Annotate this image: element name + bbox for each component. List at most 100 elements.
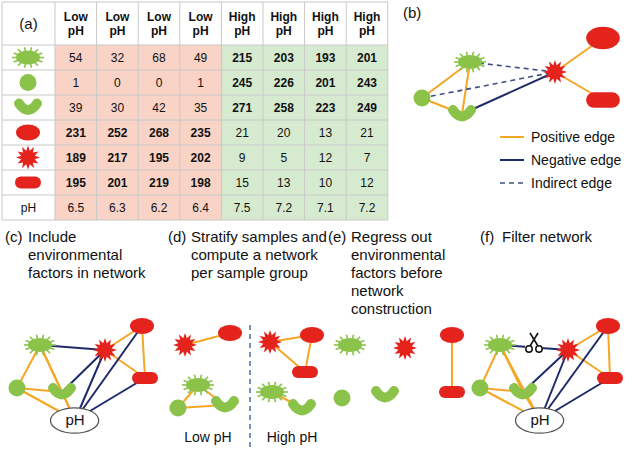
table-cell: 30 bbox=[111, 101, 124, 115]
table-cell-box: 7.2 bbox=[346, 195, 388, 220]
table-cell-box: 6.2 bbox=[138, 195, 180, 220]
network-edge bbox=[540, 326, 608, 420]
table-cell-bg bbox=[221, 145, 263, 170]
table-cell-bg bbox=[55, 70, 97, 95]
column-header-box: Low pH bbox=[97, 2, 139, 45]
grid-line bbox=[96, 2, 97, 220]
panel-caption-box: Stratify samples and compute a network p… bbox=[191, 228, 329, 282]
column-header-box: High pH bbox=[221, 2, 263, 45]
microbe-icon bbox=[93, 338, 117, 362]
table-cell: 217 bbox=[107, 151, 127, 165]
table-cell-box: 7.1 bbox=[305, 195, 347, 220]
panel-letter: (b) bbox=[403, 4, 421, 21]
microbe-icon bbox=[414, 90, 431, 107]
table-cell: 21 bbox=[236, 126, 249, 140]
microbe-icon bbox=[393, 336, 417, 360]
table-cell-box: 30 bbox=[97, 95, 139, 120]
table-cell-box: 193 bbox=[305, 45, 347, 70]
panel-letter: (d) bbox=[168, 228, 186, 245]
table-cell-bg bbox=[346, 120, 388, 145]
grid-line bbox=[346, 2, 347, 220]
table-cell-bg bbox=[305, 195, 347, 220]
table-cell-bg bbox=[305, 170, 347, 195]
column-header-box: Low pH bbox=[138, 2, 180, 45]
microbe-icon bbox=[586, 92, 620, 108]
table-cell-bg bbox=[305, 120, 347, 145]
microbe-icon bbox=[256, 382, 288, 402]
table-cell-box: 20 bbox=[263, 120, 305, 145]
grid-line bbox=[387, 2, 388, 220]
table-cell-bg bbox=[180, 170, 222, 195]
table-cell-bg bbox=[97, 70, 139, 95]
table-cell-box: 195 bbox=[138, 145, 180, 170]
microbe-icon bbox=[484, 335, 516, 355]
column-header-box: Low pH bbox=[55, 2, 97, 45]
legend-sample bbox=[500, 182, 524, 184]
table-cell: 54 bbox=[69, 51, 82, 65]
table-cell-box: 7.2 bbox=[263, 195, 305, 220]
panel-caption: Filter network bbox=[502, 228, 592, 245]
table-cell-box: 35 bbox=[180, 95, 222, 120]
microbe-icon bbox=[216, 401, 234, 408]
column-header: High pH bbox=[270, 10, 297, 38]
grid-line bbox=[263, 2, 264, 220]
microbe-icon bbox=[12, 47, 44, 67]
table-cell-box: 21 bbox=[221, 120, 263, 145]
table-cell-bg bbox=[305, 95, 347, 120]
table-cell-bg bbox=[55, 170, 97, 195]
microbe-icon bbox=[543, 60, 567, 84]
panel-letter-box: (f) bbox=[480, 228, 494, 246]
microbe-icon bbox=[454, 52, 486, 72]
grid-line bbox=[2, 2, 3, 220]
grid-line bbox=[2, 95, 388, 96]
column-header-box: High pH bbox=[346, 2, 388, 45]
table-cell-bg bbox=[55, 95, 97, 120]
table-cell-bg bbox=[138, 195, 180, 220]
table-cell-box: 198 bbox=[180, 170, 222, 195]
table-cell-box: 13 bbox=[305, 120, 347, 145]
table-cell: 7 bbox=[364, 151, 371, 165]
panel-letter-box: (b) bbox=[403, 4, 421, 22]
microbe-icon bbox=[439, 386, 465, 398]
grid-line bbox=[2, 220, 388, 221]
table-cell: 0 bbox=[156, 76, 163, 90]
table-cell-bg bbox=[180, 70, 222, 95]
legend-samples bbox=[500, 137, 524, 183]
microbe-icon bbox=[258, 330, 282, 354]
panel-letter: (a) bbox=[19, 15, 37, 33]
table-cell: 223 bbox=[315, 101, 335, 115]
table-cell-bg bbox=[346, 45, 388, 70]
table-cell: 271 bbox=[232, 101, 252, 115]
table-cell-box: 0 bbox=[138, 70, 180, 95]
table-cell: 215 bbox=[232, 51, 252, 65]
table-cell: 7.1 bbox=[317, 201, 334, 215]
microbe-icon bbox=[292, 366, 318, 378]
microbe-icon bbox=[20, 74, 37, 91]
table-cell-box: 231 bbox=[55, 120, 97, 145]
row-label: pH bbox=[21, 201, 36, 215]
table-cell: 198 bbox=[191, 176, 211, 190]
table-cell-bg bbox=[346, 170, 388, 195]
table-cell-box: 215 bbox=[221, 45, 263, 70]
microbe-icon bbox=[16, 125, 40, 141]
panel-letter-box: (a) bbox=[2, 2, 55, 45]
table-cell-box: 6.5 bbox=[55, 195, 97, 220]
table-cell-bg bbox=[221, 120, 263, 145]
grid-line bbox=[2, 195, 388, 196]
table-cell-box: 21 bbox=[346, 120, 388, 145]
table-cell-box: 217 bbox=[97, 145, 139, 170]
panel-letter: (e) bbox=[328, 228, 346, 245]
microbe-icon bbox=[472, 380, 489, 397]
table-cell-bg bbox=[263, 70, 305, 95]
table-cell-bg bbox=[263, 145, 305, 170]
microbe-icon bbox=[53, 388, 71, 395]
table-cell: 7.2 bbox=[275, 201, 292, 215]
factor-name: pH bbox=[65, 411, 84, 429]
microbe-icon bbox=[597, 372, 623, 384]
table-cell: 10 bbox=[319, 176, 332, 190]
table-cell-box: 249 bbox=[346, 95, 388, 120]
factor-ellipse: pH bbox=[515, 407, 564, 434]
legend-text: Negative edge bbox=[531, 152, 621, 168]
table-cell-box: 7 bbox=[346, 145, 388, 170]
legend-row: Negative edge bbox=[531, 151, 621, 169]
